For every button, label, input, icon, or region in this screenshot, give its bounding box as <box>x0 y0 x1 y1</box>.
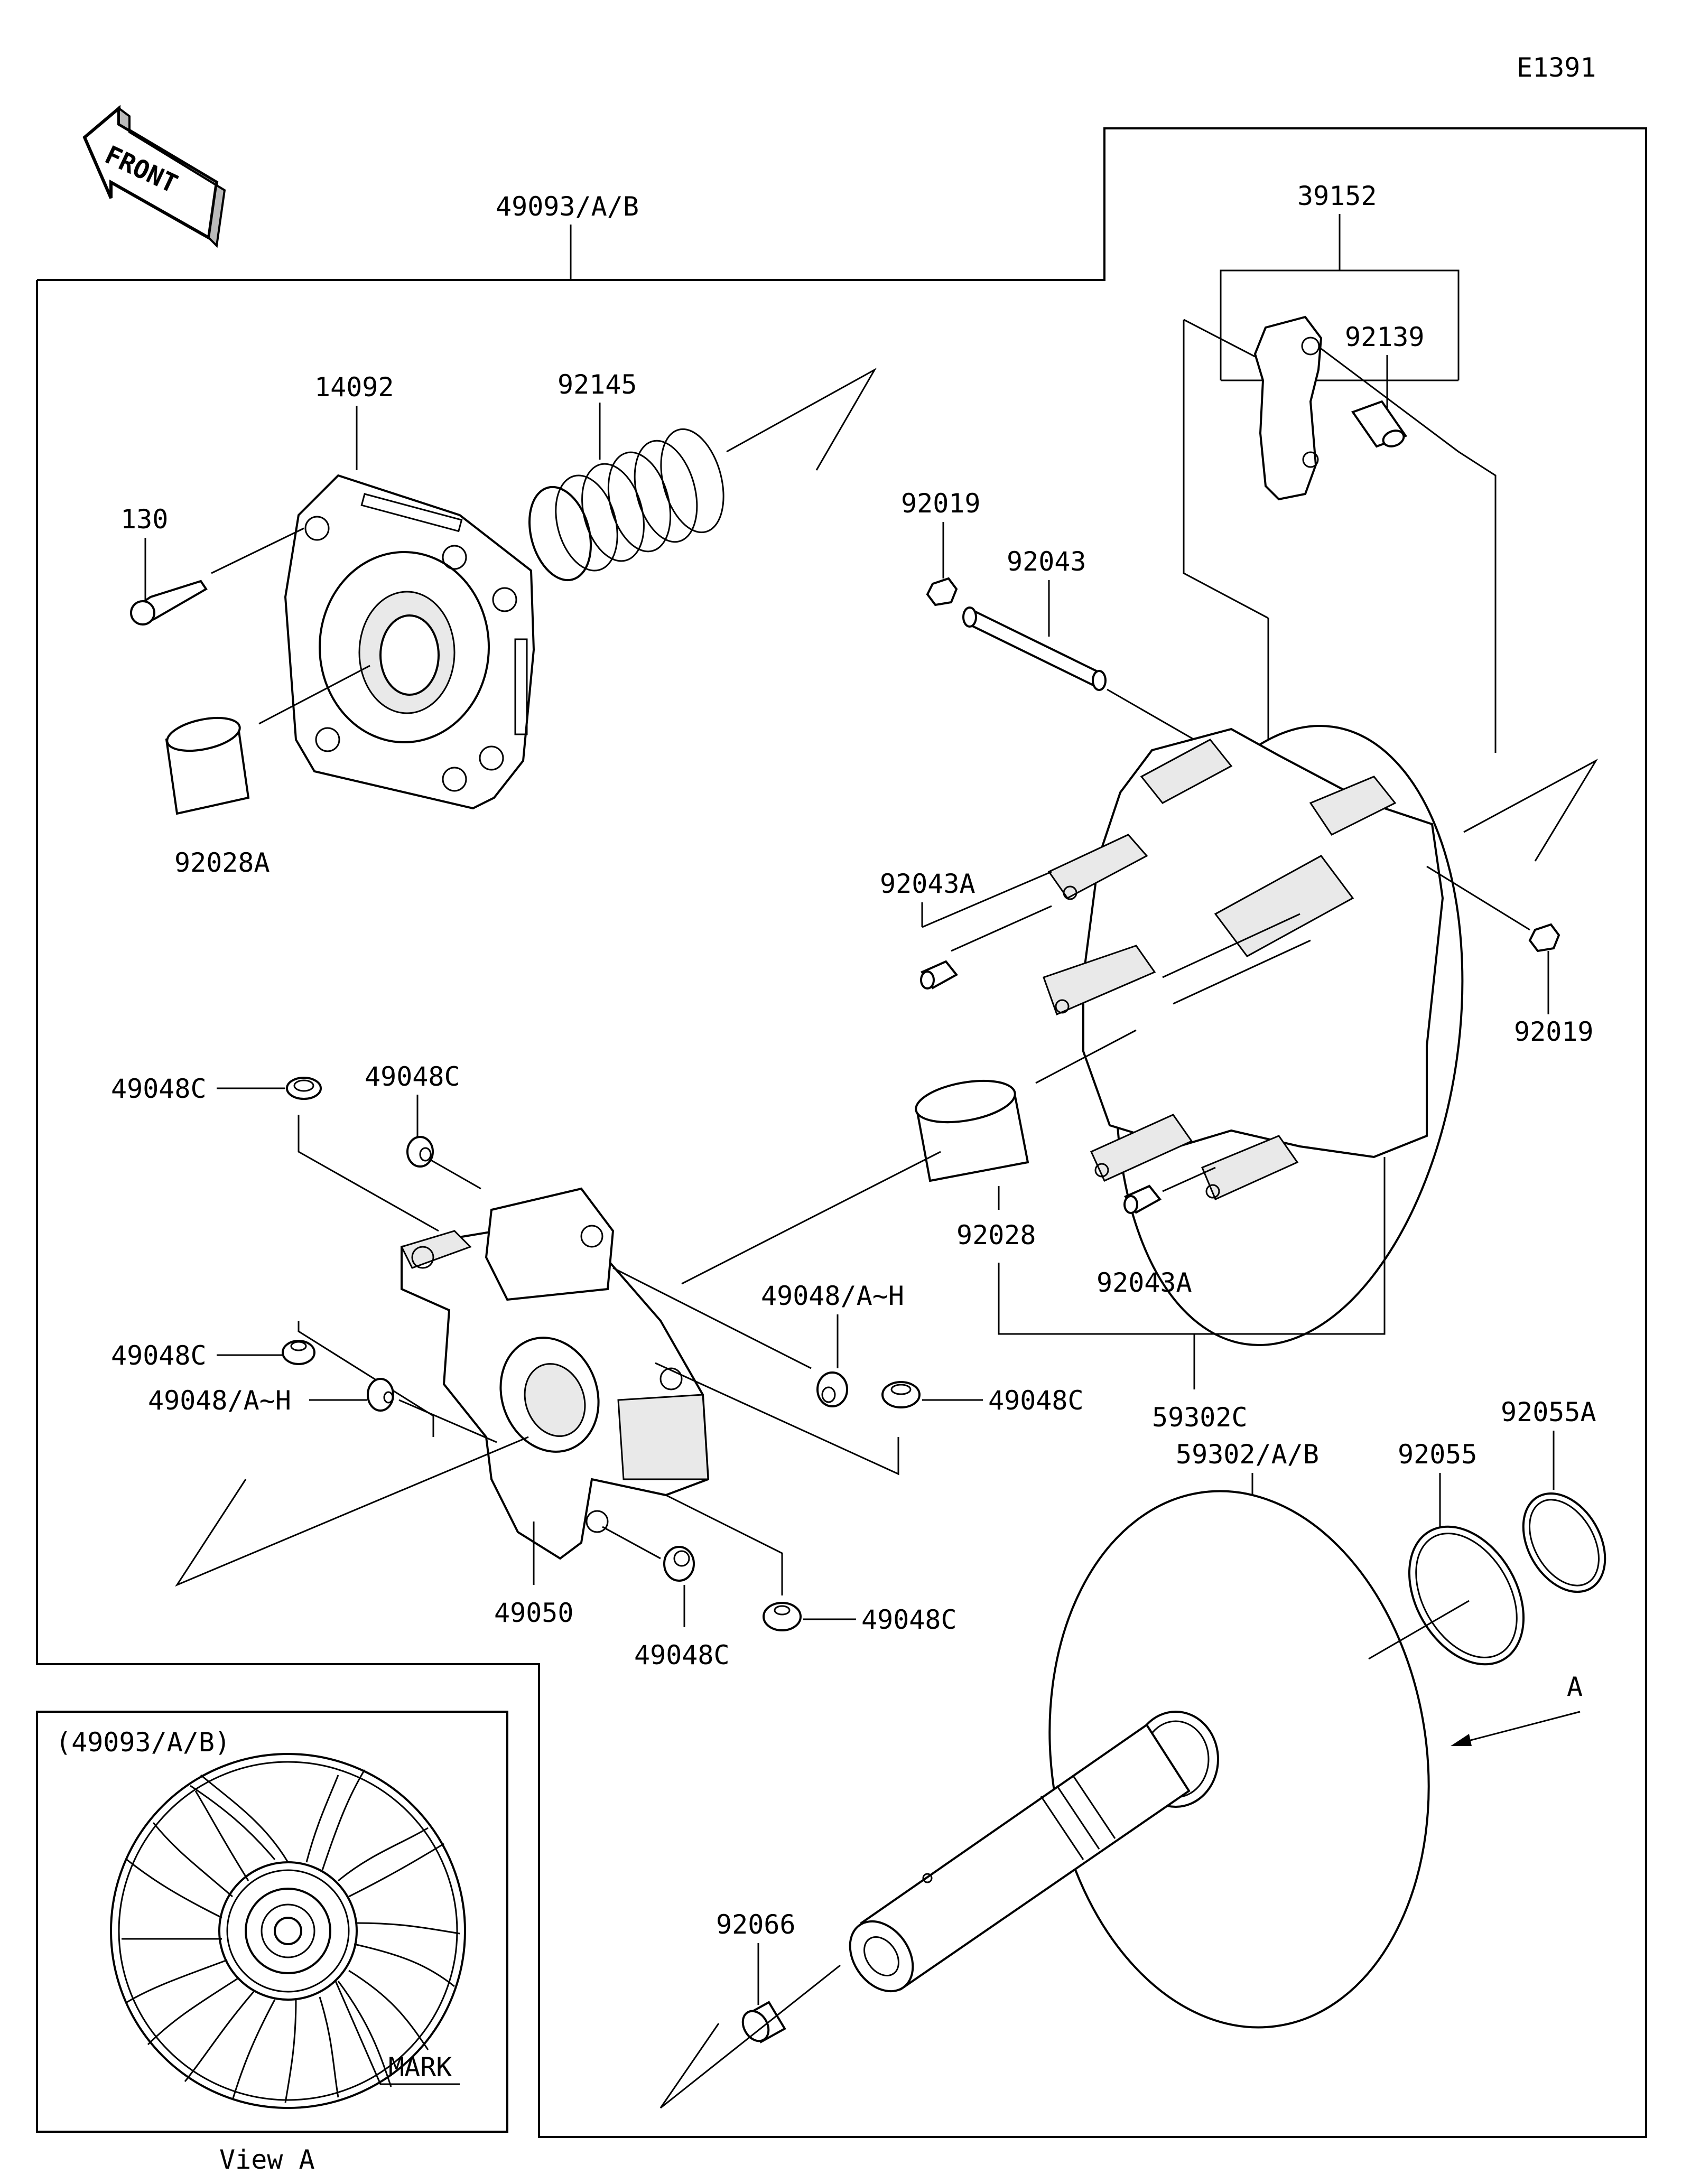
spring-92145 <box>528 428 724 582</box>
label-92066: 92066 <box>716 1909 796 1940</box>
leader-49050-to-92028 <box>681 1151 941 1285</box>
leader-49048C-bottom-right <box>665 1494 783 1595</box>
leader-mark <box>335 1981 460 2085</box>
label-view-a-arrow: A <box>1567 1672 1583 1702</box>
inset-frame <box>36 1711 508 2133</box>
assembly-boundary <box>36 127 1647 2138</box>
label-92145: 92145 <box>558 369 637 400</box>
leader-92066-guide <box>659 1964 841 2109</box>
cap-49048C-bottom-right <box>763 1602 802 1631</box>
bushing-92028 <box>915 1079 1029 1182</box>
leader-49048C-bottom <box>602 1526 661 1560</box>
housing-59302C <box>1043 725 1464 1346</box>
label-92043A-top: 92043A <box>880 869 975 899</box>
nut-92019-right <box>1528 923 1560 953</box>
leader-49048C-c <box>298 1321 434 1437</box>
inset-title: (49093/A/B) <box>55 1727 230 1758</box>
pin-92043A-top <box>920 960 959 990</box>
label-49048C-1: 49048C <box>111 1074 207 1104</box>
leader-49048AH-left <box>398 1399 497 1443</box>
label-49048C-bottom-right: 49048C <box>861 1604 957 1635</box>
sheave-59302AB <box>849 1490 1430 2029</box>
label-49048C-bottom: 49048C <box>634 1640 730 1670</box>
cap-49048C-bottom <box>663 1546 695 1582</box>
label-49048AH-left: 49048/A~H <box>148 1385 291 1416</box>
leader-49048C-a <box>298 1115 439 1232</box>
label-92139: 92139 <box>1345 322 1425 352</box>
bolt-130 <box>130 580 208 626</box>
cap-49048C-2 <box>406 1136 434 1168</box>
leader-92055-to-sheave <box>1368 1600 1470 1660</box>
shaft-92043 <box>962 606 1107 691</box>
cap-49048C-1 <box>286 1077 322 1100</box>
label-59302AB: 59302/A/B <box>1176 1439 1319 1470</box>
label-92043: 92043 <box>1007 546 1086 577</box>
cap-49048C-right <box>881 1381 921 1408</box>
front-arrow-icon: FRONT <box>82 105 226 248</box>
label-92043A-bottom: 92043A <box>1097 1267 1192 1298</box>
label-92055A: 92055A <box>1501 1397 1596 1427</box>
cap-49048AH-right <box>816 1371 848 1407</box>
label-49093: 49093/A/B <box>496 191 639 222</box>
leader-arm-left <box>1183 319 1256 358</box>
label-49048C-2: 49048C <box>365 1061 460 1092</box>
bracket-39152 <box>1220 269 1460 380</box>
leader-92028-to-housing <box>1035 1029 1137 1084</box>
spider-49050 <box>400 1187 710 1560</box>
leader-92145-guide <box>726 368 877 471</box>
label-49048C-3: 49048C <box>111 1340 207 1371</box>
inset-sheave-view <box>110 1753 466 2109</box>
label-14092: 14092 <box>314 372 394 403</box>
leader-92043-to-housing <box>1107 688 1195 741</box>
leader-92043A-top-c <box>951 905 1052 952</box>
leader-49048C-b <box>425 1156 481 1190</box>
cover-14092 <box>284 474 535 810</box>
leader-arm-right <box>1321 348 1497 753</box>
label-92028A: 92028A <box>174 847 270 878</box>
view-a-arrow-icon <box>1451 1711 1581 1746</box>
label-92028: 92028 <box>956 1220 1036 1250</box>
diagram-id: E1391 <box>1517 52 1596 83</box>
pin-92139 <box>1351 400 1408 448</box>
leader-92043A-bottom <box>1162 1166 1216 1192</box>
label-130: 130 <box>120 504 168 535</box>
leader-arm-left-down <box>1183 320 1269 619</box>
label-49048AH-right: 49048/A~H <box>761 1281 904 1311</box>
leader-49050-guide <box>175 1436 529 1587</box>
leader-92028A-to-cover <box>258 665 370 725</box>
inset-mark-label: MARK <box>388 2052 452 2083</box>
bracket-59302C <box>998 1157 1386 1335</box>
label-49050: 49050 <box>494 1598 574 1628</box>
label-92019-right: 92019 <box>1514 1016 1594 1047</box>
cap-92066 <box>741 2001 786 2043</box>
weight-arm <box>1253 315 1323 501</box>
label-59302C: 59302C <box>1152 1402 1248 1433</box>
pin-92043A-bottom <box>1123 1184 1162 1214</box>
label-49048C-right: 49048C <box>988 1385 1084 1416</box>
cap-49048C-3 <box>282 1340 315 1365</box>
leader-49048C-right <box>655 1362 899 1476</box>
leader-130-to-cover <box>211 527 304 574</box>
leader-92019-right <box>1426 865 1530 931</box>
nut-92019-top <box>926 577 958 606</box>
label-92019-top: 92019 <box>901 488 981 519</box>
leader-92043A-top-b <box>922 871 1052 928</box>
oring-92055A <box>1522 1492 1606 1593</box>
label-39152: 39152 <box>1297 181 1377 211</box>
bushing-92028A <box>165 716 250 815</box>
cap-49048AH-left <box>367 1378 394 1412</box>
label-92055: 92055 <box>1398 1439 1478 1470</box>
oring-92055 <box>1408 1525 1525 1666</box>
leader-49048AH-right <box>612 1267 812 1369</box>
leader-housing-guide <box>1463 759 1599 862</box>
inset-caption: View A <box>219 2144 315 2175</box>
